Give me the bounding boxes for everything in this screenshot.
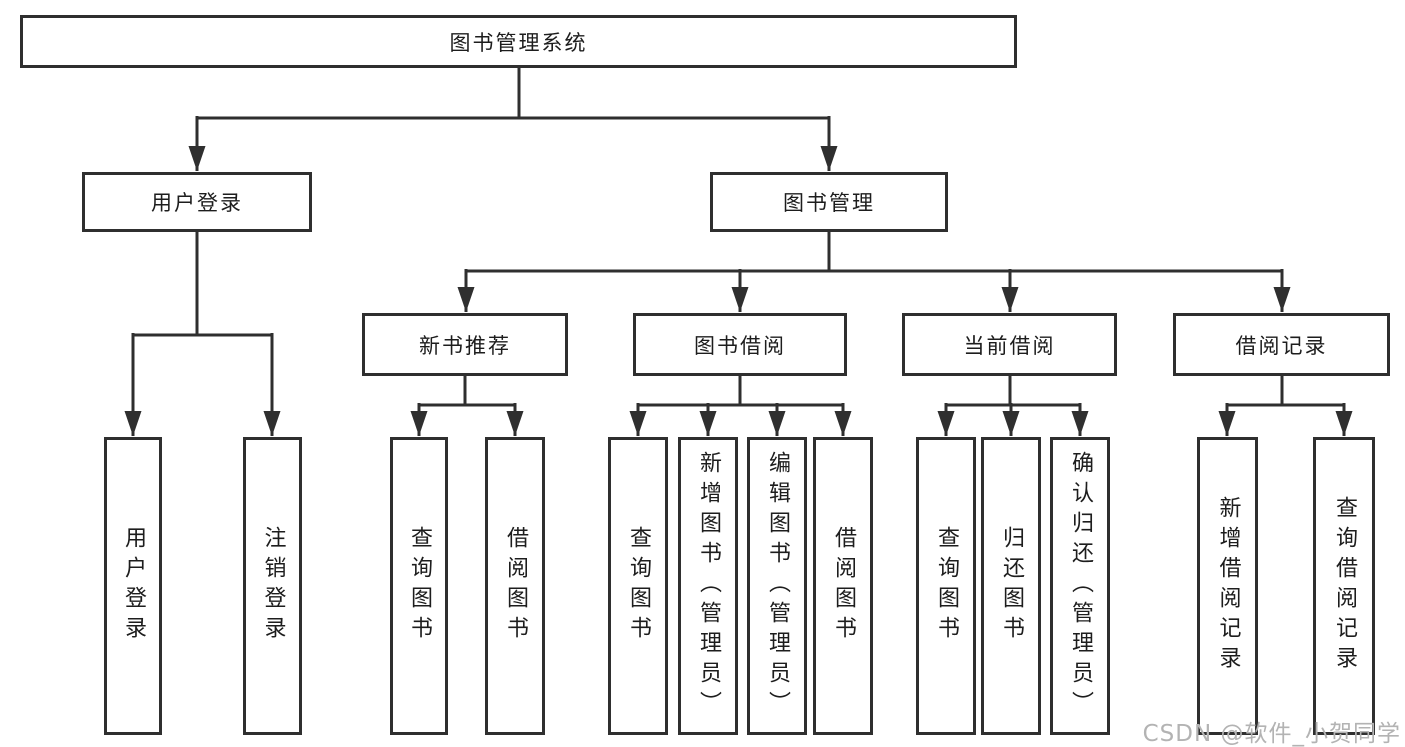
node-book-borrowing: 图书借阅: [633, 313, 847, 376]
leaf-borrow-books-recommend: 借阅图书: [485, 437, 545, 735]
leaf-logout-login: 注销登录: [243, 437, 302, 735]
node-user-login: 用户登录: [82, 172, 312, 232]
leaf-add-books-admin: 新增图书（管理员）: [678, 437, 738, 735]
leaf-query-books-current: 查询图书: [916, 437, 976, 735]
leaf-return-books: 归还图书: [981, 437, 1041, 735]
leaf-query-borrow-record: 查询借阅记录: [1313, 437, 1375, 735]
leaf-add-borrow-record: 新增借阅记录: [1197, 437, 1258, 735]
leaf-edit-books-admin: 编辑图书（管理员）: [747, 437, 807, 735]
node-borrowing-records: 借阅记录: [1173, 313, 1390, 376]
node-new-book-recommendation: 新书推荐: [362, 313, 568, 376]
node-root: 图书管理系统: [20, 15, 1017, 68]
csdn-watermark: CSDN @软件_小贺同学: [1142, 721, 1401, 747]
leaf-user-login: 用户登录: [104, 437, 162, 735]
leaf-borrow-books-borrowing: 借阅图书: [813, 437, 873, 735]
leaf-confirm-return-admin: 确认归还（管理员）: [1050, 437, 1110, 735]
leaf-query-books-borrowing: 查询图书: [608, 437, 668, 735]
node-book-management: 图书管理: [710, 172, 948, 232]
node-current-borrowing: 当前借阅: [902, 313, 1117, 376]
leaf-query-books-recommend: 查询图书: [390, 437, 448, 735]
